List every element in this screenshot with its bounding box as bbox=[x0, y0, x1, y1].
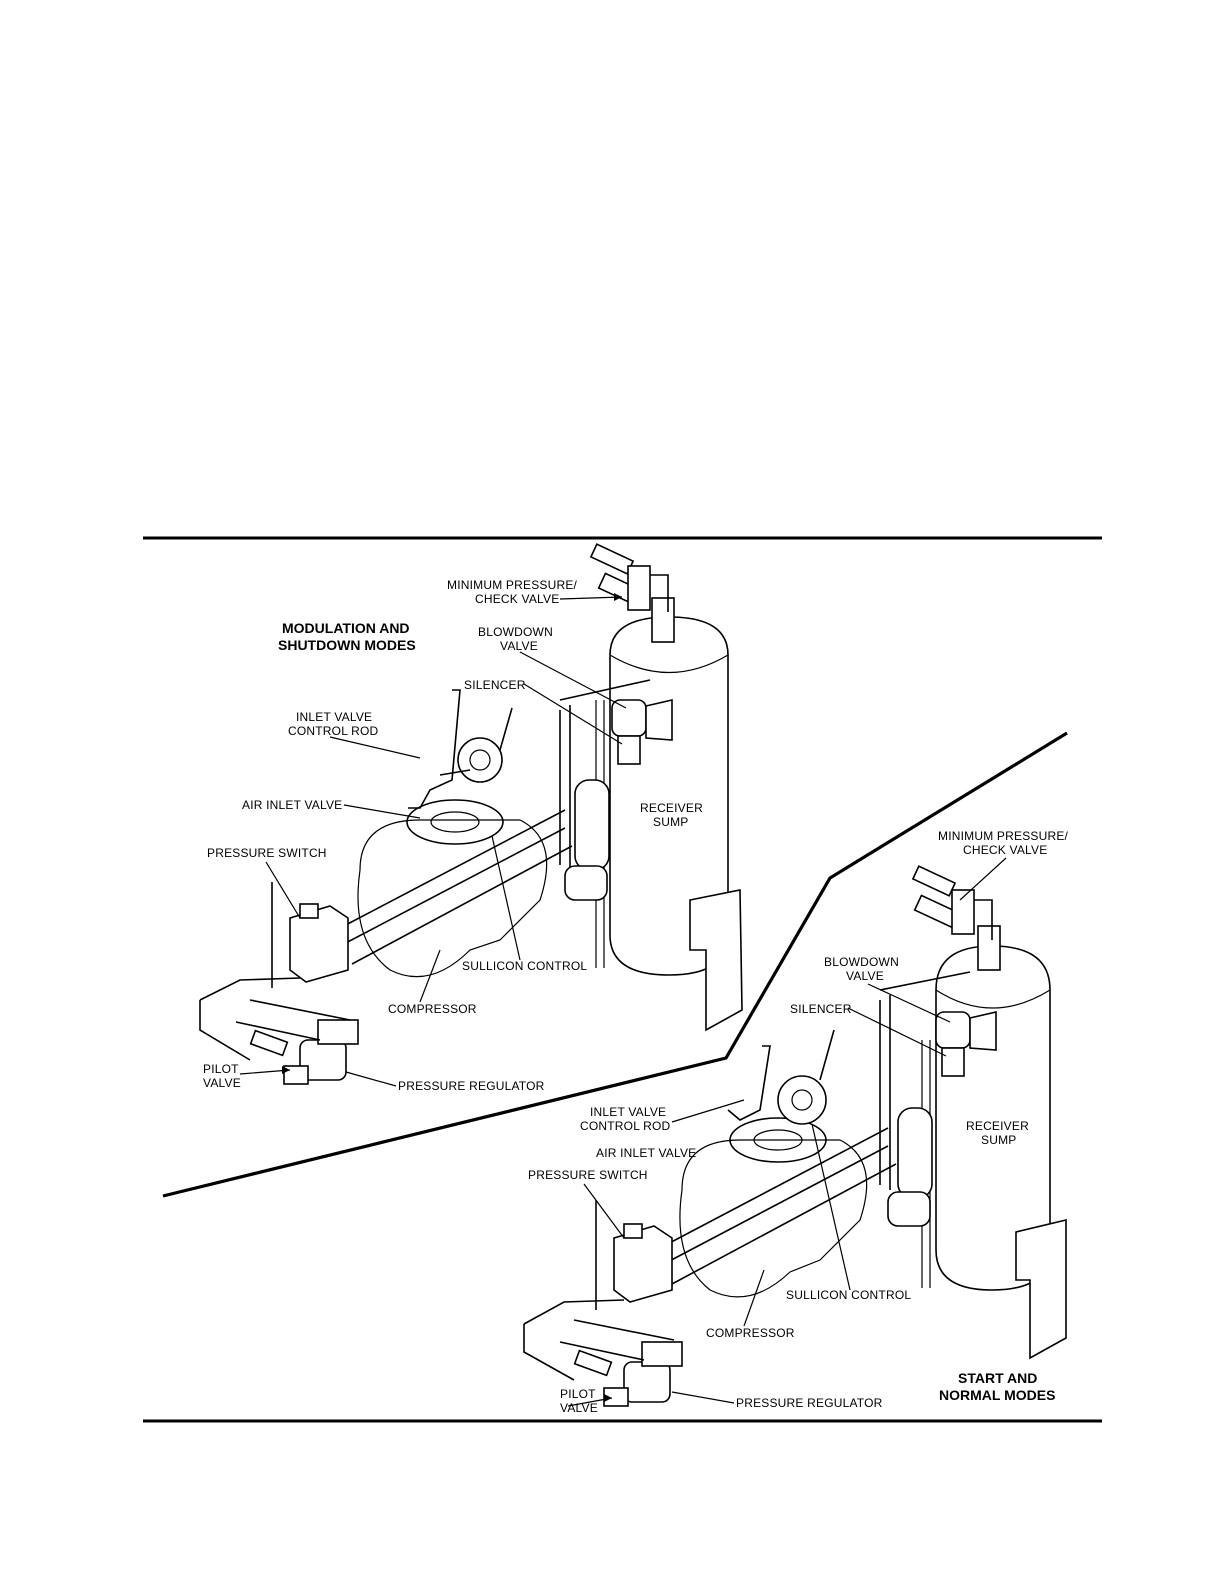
pilot-regulator-cluster-2 bbox=[559, 1319, 683, 1407]
air-inlet-valve-2 bbox=[727, 1029, 835, 1163]
pressure-switch-2 bbox=[613, 1223, 673, 1303]
label-blowdown-2: BLOWDOWN bbox=[824, 955, 899, 969]
pilot-regulator-cluster bbox=[235, 999, 359, 1085]
title-modulation-line1: MODULATION AND bbox=[282, 620, 410, 636]
label-blowdown: BLOWDOWN bbox=[478, 625, 553, 639]
pressure-switch bbox=[289, 903, 349, 983]
label-sump-2: SUMP bbox=[981, 1133, 1016, 1147]
panel-start-normal: START AND NORMAL MODES MINIMUM PRESSURE/… bbox=[523, 829, 1069, 1415]
label-receiver-2: RECEIVER bbox=[966, 1119, 1029, 1133]
label-pressure-switch: PRESSURE SWITCH bbox=[207, 846, 327, 860]
label-pressure-regulator: PRESSURE REGULATOR bbox=[398, 1079, 545, 1093]
title-start-line1: START AND bbox=[958, 1370, 1037, 1386]
label-check-valve-2: CHECK VALVE bbox=[963, 843, 1047, 857]
label-inlet-valve: INLET VALVE bbox=[296, 710, 372, 724]
label-pilot-valve: VALVE bbox=[203, 1076, 241, 1090]
label-compressor-2: COMPRESSOR bbox=[706, 1326, 795, 1340]
label-silencer: SILENCER bbox=[464, 678, 526, 692]
label-control-rod-2: CONTROL ROD bbox=[580, 1119, 671, 1133]
label-inlet-valve-2: INLET VALVE bbox=[590, 1105, 666, 1119]
blowdown-valve-and-silencer bbox=[559, 679, 673, 870]
piping-top bbox=[199, 779, 610, 1061]
piping-bottom bbox=[523, 1107, 933, 1381]
label-compressor: COMPRESSOR bbox=[388, 1002, 477, 1016]
label-min-pressure-2: MINIMUM PRESSURE/ bbox=[938, 829, 1069, 843]
label-blowdown-valve: VALVE bbox=[500, 639, 538, 653]
compressor-2 bbox=[679, 1139, 868, 1298]
title-start-line2: NORMAL MODES bbox=[939, 1387, 1055, 1403]
panel-modulation: MODULATION AND SHUTDOWN MODES MINIMUM PR… bbox=[199, 543, 743, 1093]
label-sullicon-control-2: SULLICON CONTROL bbox=[786, 1288, 911, 1302]
label-pilot: PILOT bbox=[203, 1062, 239, 1076]
label-pressure-regulator-2: PRESSURE REGULATOR bbox=[736, 1396, 883, 1410]
min-pressure-check-valve-2 bbox=[911, 865, 1001, 971]
receiver-sump-2 bbox=[921, 945, 1067, 1360]
blowdown-valve-and-silencer-2 bbox=[879, 971, 997, 1190]
air-inlet-valve bbox=[406, 689, 513, 845]
title-modulation-line2: SHUTDOWN MODES bbox=[278, 637, 416, 653]
panel-divider bbox=[162, 731, 1068, 1198]
label-air-inlet-valve-2: AIR INLET VALVE bbox=[596, 1146, 696, 1160]
label-pilot-2: PILOT bbox=[560, 1387, 596, 1401]
label-control-rod: CONTROL ROD bbox=[288, 724, 379, 738]
label-sullicon-control: SULLICON CONTROL bbox=[462, 959, 587, 973]
label-silencer-2: SILENCER bbox=[790, 1002, 852, 1016]
label-air-inlet-valve: AIR INLET VALVE bbox=[242, 798, 342, 812]
label-receiver: RECEIVER bbox=[640, 801, 703, 815]
min-pressure-check-valve bbox=[589, 543, 675, 643]
label-pilot-valve-2: VALVE bbox=[560, 1401, 598, 1415]
label-sump: SUMP bbox=[653, 815, 688, 829]
label-blowdown-valve-2: VALVE bbox=[846, 969, 884, 983]
label-min-pressure: MINIMUM PRESSURE/ bbox=[447, 578, 578, 592]
label-pressure-switch-2: PRESSURE SWITCH bbox=[528, 1168, 648, 1182]
label-check-valve: CHECK VALVE bbox=[475, 592, 559, 606]
compressor bbox=[357, 819, 548, 978]
